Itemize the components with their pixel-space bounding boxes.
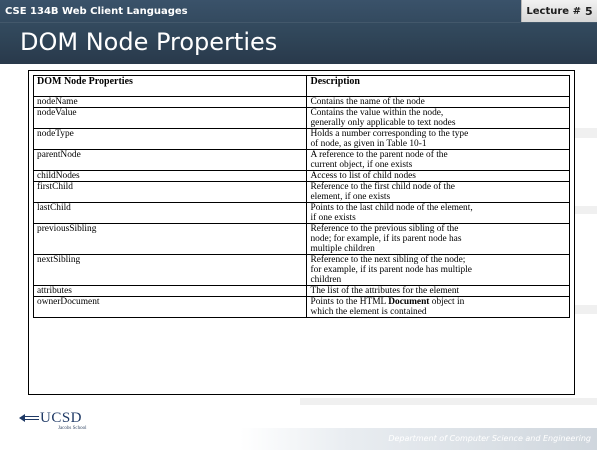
- property-description: Contains the value within the node,gener…: [306, 107, 570, 129]
- properties-table: DOM Node Properties Description nodeName…: [32, 75, 570, 318]
- header-divider: [0, 22, 597, 23]
- property-name: firstChild: [32, 181, 308, 203]
- document-keyword: Document: [388, 297, 430, 307]
- table-row: nodeValue Contains the value within the …: [32, 107, 570, 129]
- property-name: nodeType: [32, 128, 308, 150]
- table-row: previousSibling Reference to the previou…: [32, 223, 570, 255]
- ucsd-logo: UCSD: [40, 410, 83, 426]
- property-description: Reference to the first child node of the…: [306, 181, 570, 203]
- slide-title: DOM Node Properties: [20, 28, 278, 56]
- lecture-label: Lecture #: [526, 5, 581, 17]
- lecture-tab: Lecture # 5: [521, 0, 597, 22]
- slide-header: CSE 134B Web Client Languages DOM Node P…: [0, 0, 597, 64]
- table-row: nextSibling Reference to the next siblin…: [32, 254, 570, 286]
- lecture-number: 5: [584, 4, 593, 18]
- property-name: parentNode: [32, 149, 308, 171]
- property-name: nextSibling: [32, 254, 308, 286]
- table-row: attributes The list of the attributes fo…: [32, 285, 570, 297]
- department-name: Department of Computer Science and Engin…: [388, 434, 591, 443]
- properties-table-frame: DOM Node Properties Description nodeName…: [28, 70, 575, 395]
- property-name: attributes: [32, 285, 308, 297]
- property-description: Contains the name of the node: [306, 96, 570, 108]
- property-description: The list of the attributes for the eleme…: [306, 285, 570, 297]
- property-description: Reference to the next sibling of the nod…: [306, 254, 570, 286]
- property-description: Holds a number corresponding to the type…: [306, 128, 570, 150]
- property-name: nodeValue: [32, 107, 308, 129]
- ucsd-arrow-icon: [19, 414, 39, 422]
- footer-bar: [240, 428, 597, 450]
- property-description: Access to list of child nodes: [306, 170, 570, 182]
- table-row: nodeName Contains the name of the node: [32, 96, 570, 108]
- table-row: childNodes Access to list of child nodes: [32, 170, 570, 182]
- property-name: ownerDocument: [32, 296, 308, 318]
- logo-subtitle: Jacobs School: [58, 426, 87, 431]
- property-description: Reference to the previous sibling of the…: [306, 223, 570, 255]
- property-name: lastChild: [32, 202, 308, 224]
- table-row: lastChild Points to the last child node …: [32, 202, 570, 224]
- property-description: Points to the last child node of the ele…: [306, 202, 570, 224]
- table-row: parentNode A reference to the parent nod…: [32, 149, 570, 171]
- column-header-property: DOM Node Properties: [32, 75, 308, 97]
- column-header-description: Description: [306, 75, 570, 97]
- property-name: childNodes: [32, 170, 308, 182]
- property-name: nodeName: [32, 96, 308, 108]
- table-row: nodeType Holds a number corresponding to…: [32, 128, 570, 150]
- table-row: firstChild Reference to the first child …: [32, 181, 570, 203]
- table-row: ownerDocument Points to the HTML Documen…: [32, 296, 570, 318]
- course-title: CSE 134B Web Client Languages: [5, 6, 188, 17]
- decorative-bar: [300, 398, 597, 405]
- table-header-row: DOM Node Properties Description: [32, 75, 570, 97]
- property-name: previousSibling: [32, 223, 308, 255]
